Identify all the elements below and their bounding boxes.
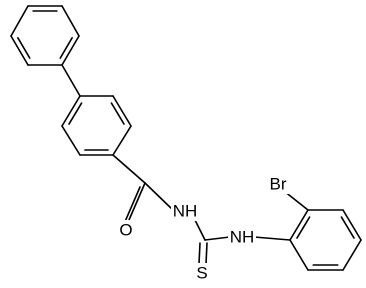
amine-nh-label: NH: [230, 228, 255, 247]
bromine-atom: Br: [265, 174, 291, 194]
sulfur-atom: S: [194, 263, 210, 283]
middle-phenylene-ring-bond-2: [112, 95, 132, 127]
top-phenyl-ring-bond-3: [61, 35, 80, 66]
aryl-carbonyl-bond: [112, 154, 146, 184]
carbonyl-bond: [128, 182, 146, 221]
bromophenyl-ring-bond-1: [289, 209, 309, 241]
biaryl-bond: [61, 64, 81, 97]
carbon-bromine-bond: [283, 190, 309, 211]
amine-aryl-bond: [253, 236, 291, 241]
middle-phenylene-ring-bond-6-inner: [68, 102, 83, 125]
middle-phenylene-ring-bond-5: [61, 125, 81, 156]
top-phenyl-ring-bond-5-inner: [17, 37, 31, 59]
amine-nitrogen-atom: NH: [228, 227, 256, 247]
middle-phenylene-ring-bond-2-inner: [110, 102, 125, 125]
middle-phenylene-ring-bond-3: [112, 125, 132, 156]
bromophenyl-ring-bond-3: [342, 209, 362, 241]
top-phenyl-ring-bond-5: [10, 35, 29, 66]
oxygen-label: O: [119, 221, 132, 240]
bromophenyl-ring-bond-1-inner: [296, 216, 311, 239]
middle-phenylene-ring-bond-6: [61, 95, 81, 127]
bromophenyl-ring-bond-6: [289, 239, 309, 271]
top-phenyl-ring-bond-2: [61, 5, 80, 37]
sulfur-label: S: [196, 264, 207, 283]
top-phenyl-ring-bond-6: [10, 5, 29, 37]
oxygen-atom: O: [117, 220, 135, 240]
bromophenyl-ring-bond-4: [342, 239, 362, 271]
top-phenyl-ring-bond-3-inner: [59, 37, 73, 59]
thiourea-c-n-bond: [204, 236, 231, 241]
carbonyl-bond-second: [123, 186, 141, 225]
amide-nh-label: NH: [173, 202, 198, 221]
thione-bond: [198, 242, 201, 265]
bond-layer: [10, 5, 362, 271]
amide-nitrogen-atom: NH: [171, 201, 199, 221]
amide-c-n-bond: [144, 182, 175, 212]
bromine-label: Br: [270, 175, 287, 194]
thione-bond-second: [205, 242, 208, 265]
bromophenyl-ring-bond-3-inner: [340, 216, 355, 239]
atom-label-layer: O NH S NH Br: [117, 174, 291, 283]
